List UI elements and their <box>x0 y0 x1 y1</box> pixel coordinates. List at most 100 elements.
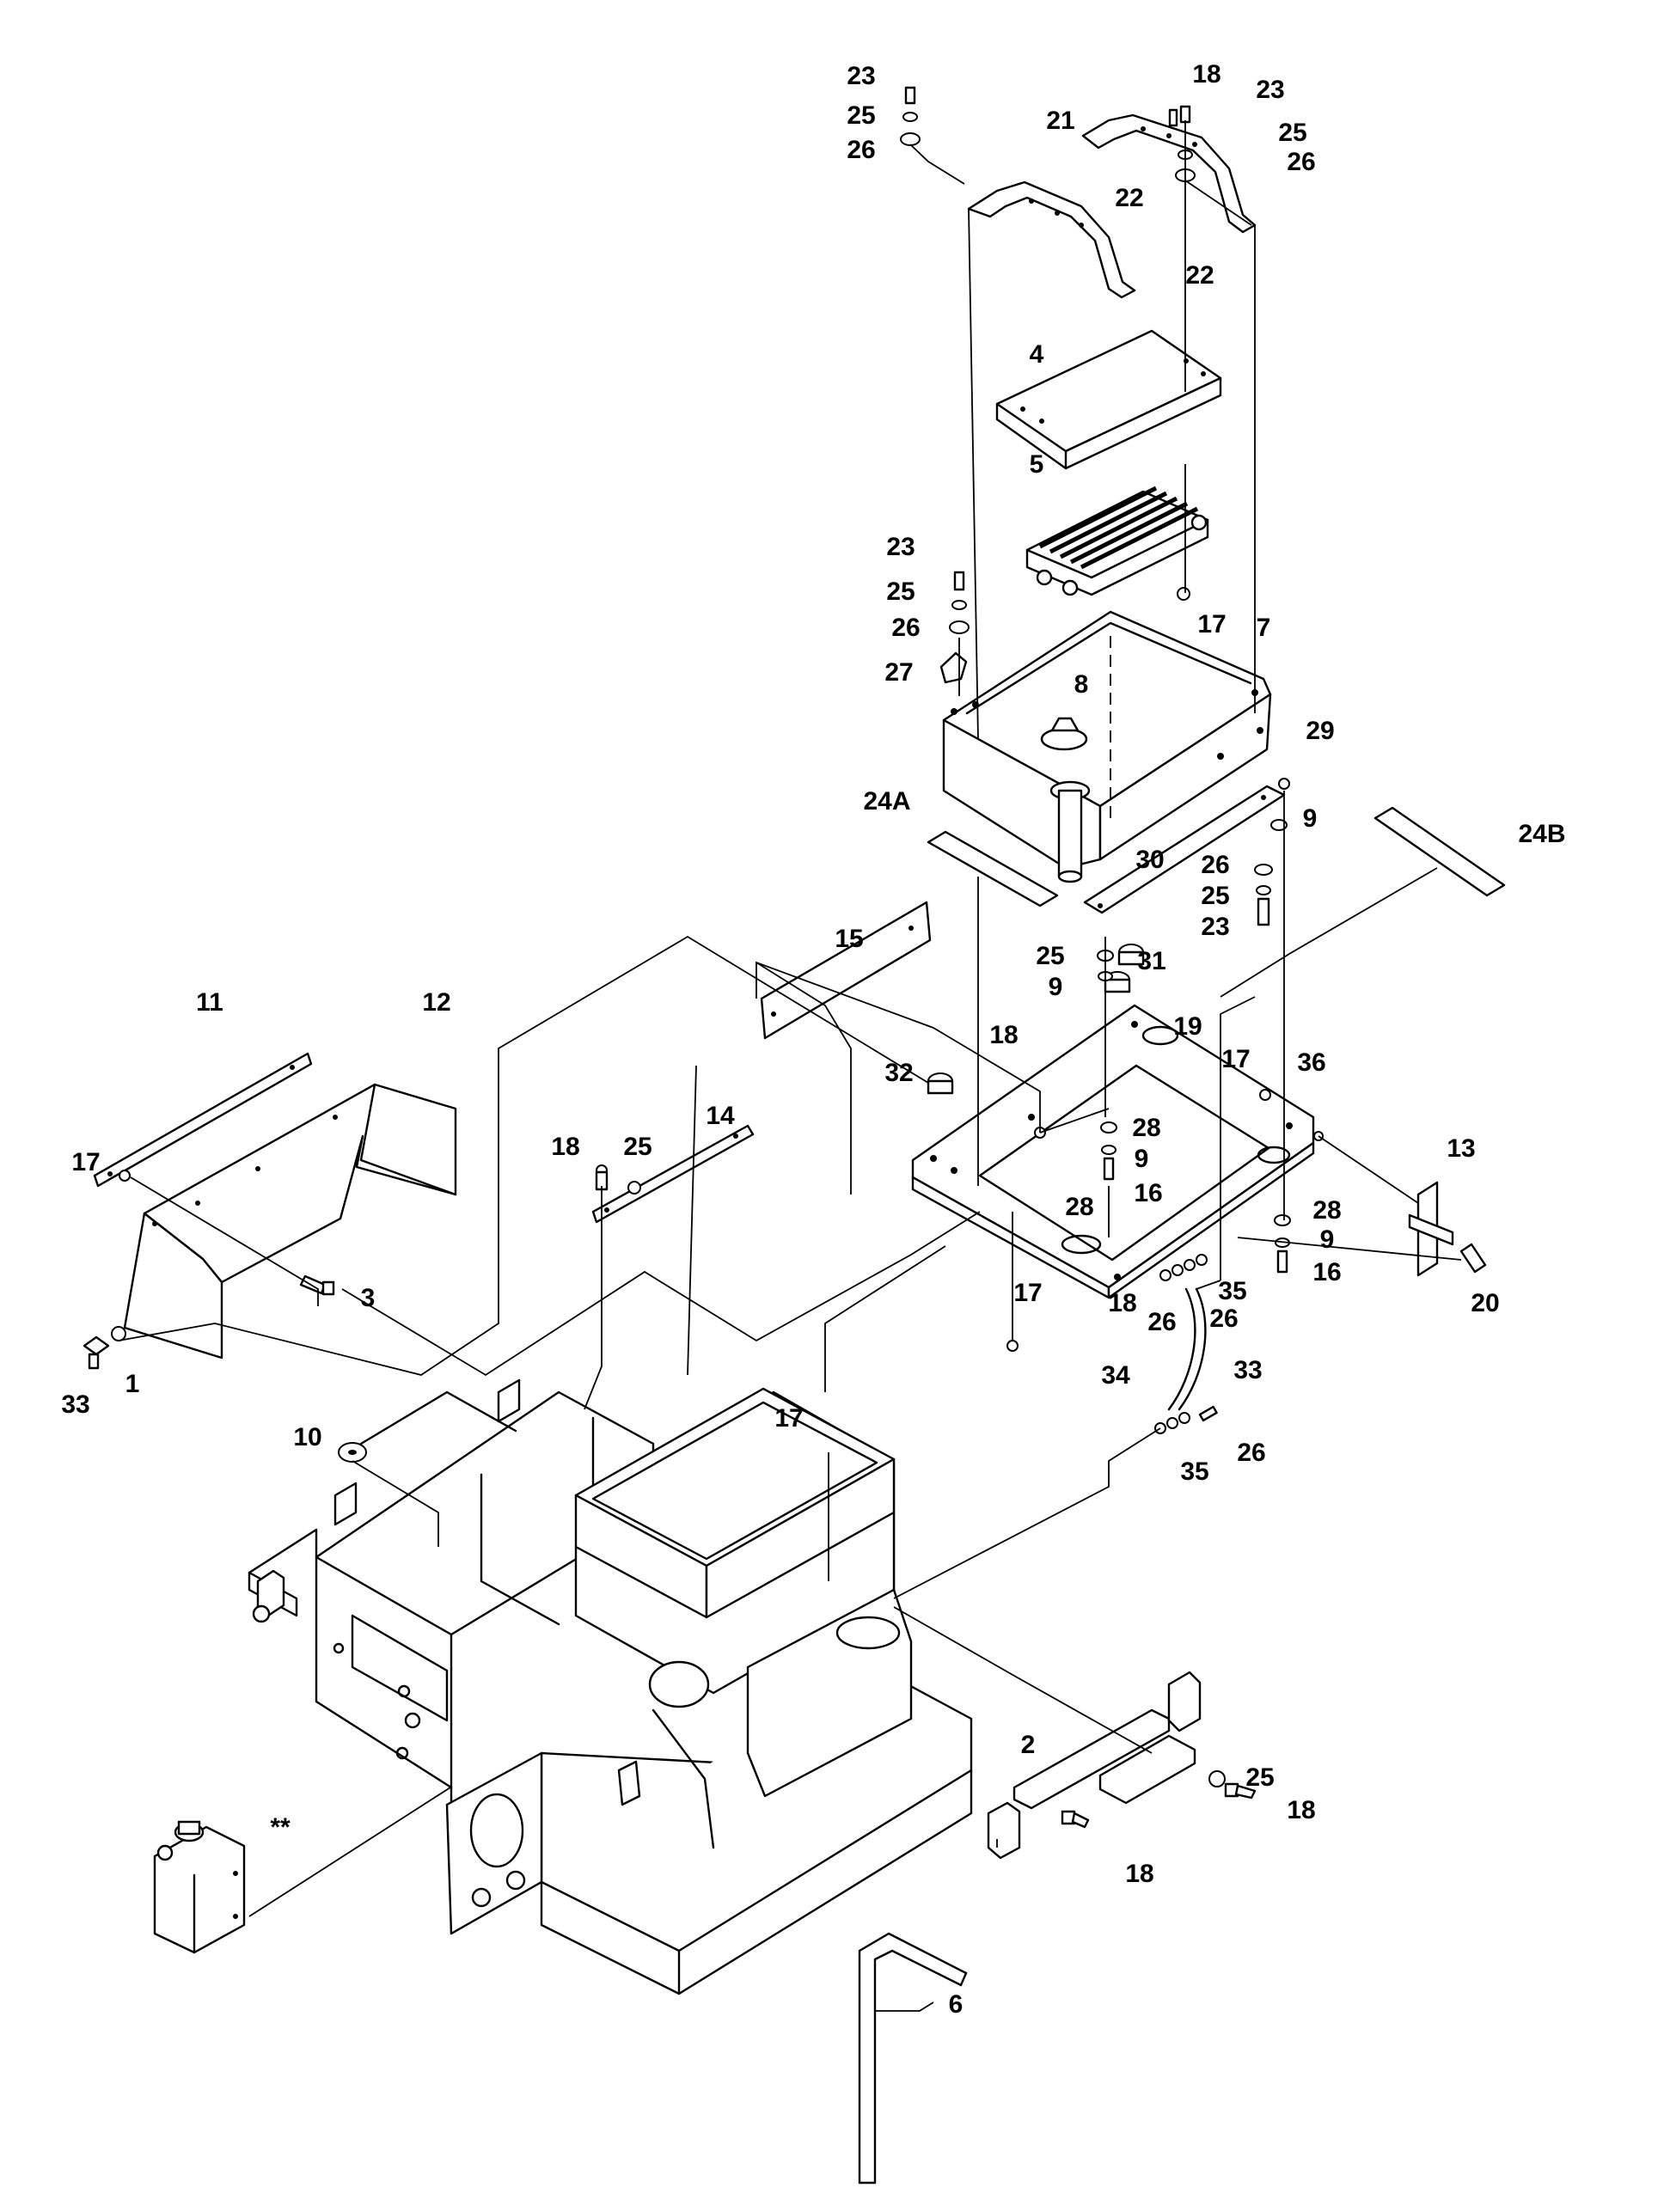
bracket-13 <box>1408 1181 1454 1277</box>
callout-23-top-right: 23 <box>1256 76 1284 104</box>
fastener-stack-right <box>1254 778 1290 926</box>
callout-15: 15 <box>835 925 863 953</box>
leader-lines <box>118 120 1462 2012</box>
fan-shroud <box>574 1387 896 1619</box>
bolt-20 <box>1459 1243 1487 1274</box>
bolt-3 <box>299 1274 335 1296</box>
grommet-32 <box>927 1072 954 1095</box>
callout-25-bracket: 25 <box>1245 1763 1274 1792</box>
filler-neck <box>1049 780 1091 883</box>
callout-16-center: 16 <box>1134 1179 1162 1207</box>
grommet-31 <box>1104 944 1145 993</box>
nut-17-mid <box>1177 587 1190 601</box>
callout-33-left: 33 <box>61 1390 89 1419</box>
callout-25-top-right: 25 <box>1278 119 1306 147</box>
callout-19: 19 <box>1173 1012 1202 1041</box>
fastener-stack-top-left <box>900 86 921 146</box>
callout-20: 20 <box>1471 1289 1499 1317</box>
callout-11: 11 <box>196 988 223 1017</box>
callout-18-hose: 18 <box>1108 1289 1136 1317</box>
callout-25-mid: 25 <box>886 577 915 606</box>
callout-26-hose-b: 26 <box>1209 1305 1238 1333</box>
oil-cooler-core <box>1025 486 1209 596</box>
callout-26-top-right: 26 <box>1287 148 1315 176</box>
callout-16-right: 16 <box>1312 1258 1341 1286</box>
callout-26-lower: 26 <box>1237 1439 1265 1467</box>
callout-9-right-upper: 9 <box>1303 804 1318 833</box>
callout-34: 34 <box>1101 1361 1130 1390</box>
callout-14: 14 <box>706 1102 735 1130</box>
callout-13: 13 <box>1447 1134 1475 1163</box>
callout-23-right: 23 <box>1201 913 1229 941</box>
hose-34 <box>1167 1287 1207 1411</box>
callout-labels: 23 25 26 21 18 23 25 26 22 22 4 5 23 25 … <box>61 60 1565 2019</box>
callout-26-right: 26 <box>1201 851 1229 879</box>
callout-24a: 24A <box>863 787 910 816</box>
callout-4: 4 <box>1030 340 1044 369</box>
callout-25-left: 25 <box>623 1133 652 1161</box>
callout-9-plate: 9 <box>1135 1145 1149 1173</box>
callout-26-top-left: 26 <box>847 136 875 164</box>
callout-36: 36 <box>1297 1048 1325 1077</box>
strip-14 <box>591 1124 755 1224</box>
callout-29: 29 <box>1306 717 1334 745</box>
callout-5: 5 <box>1030 450 1044 479</box>
callout-3: 3 <box>361 1284 376 1312</box>
callout-6: 6 <box>949 1990 964 2019</box>
callout-17-left: 17 <box>71 1148 100 1176</box>
callout-25-top-left: 25 <box>847 101 875 130</box>
callout-21: 21 <box>1046 107 1074 135</box>
bracket-2 <box>987 1671 1202 1860</box>
fastener-stack-mid <box>949 571 970 634</box>
callout-23-mid: 23 <box>886 533 915 561</box>
radiator-cap <box>1040 717 1088 751</box>
callout-8: 8 <box>1074 670 1089 699</box>
callout-18-left: 18 <box>551 1133 579 1161</box>
strip-15 <box>760 901 932 1040</box>
callout-17-plate: 17 <box>1221 1045 1250 1073</box>
callout-12: 12 <box>422 988 450 1017</box>
reservoir-tank <box>153 1820 246 1954</box>
strip-11 <box>93 1052 313 1188</box>
callout-28-right: 28 <box>1312 1196 1341 1225</box>
callout-17-frame: 17 <box>774 1404 803 1433</box>
nut-1 <box>111 1326 126 1341</box>
callout-28-a: 28 <box>1132 1114 1160 1142</box>
nut-10 <box>338 1442 367 1463</box>
callout-35-lower: 35 <box>1180 1457 1208 1486</box>
seal-strip-24a <box>927 830 1059 907</box>
callout-35-upper: 35 <box>1218 1277 1246 1305</box>
bolt-18-lower <box>1061 1770 1257 1829</box>
cover-plate <box>995 329 1222 470</box>
seal-strip-24b <box>1373 806 1506 897</box>
callout-22-a: 22 <box>1115 184 1143 212</box>
callout-9-right-lower: 9 <box>1320 1225 1335 1254</box>
callout-28-b: 28 <box>1065 1193 1093 1221</box>
callout-18-bracket-right: 18 <box>1287 1796 1315 1824</box>
callout-18-center: 18 <box>989 1021 1018 1049</box>
callout-26-hose-a: 26 <box>1147 1308 1176 1336</box>
callout-31: 31 <box>1137 947 1165 975</box>
callout-18-top: 18 <box>1192 60 1220 89</box>
callout-30: 30 <box>1135 846 1164 874</box>
tube-6 <box>858 1932 968 2185</box>
bolt-33-left <box>83 1335 110 1370</box>
callout-24b: 24B <box>1518 820 1565 848</box>
fastener-stack-lower-right <box>1274 1214 1291 1274</box>
callout-1: 1 <box>125 1370 140 1398</box>
callout-7: 7 <box>1257 614 1271 642</box>
callout-17-mid: 17 <box>1197 610 1226 639</box>
callout-25-right: 25 <box>1201 882 1229 910</box>
callout-33-right: 33 <box>1233 1356 1262 1384</box>
top-bracket-right <box>1081 113 1257 234</box>
callout-27: 27 <box>884 658 913 687</box>
callout-17-lower: 17 <box>1013 1279 1042 1307</box>
callout-26-mid: 26 <box>891 614 920 642</box>
callout-9-center: 9 <box>1049 973 1063 1001</box>
callout-double-asterisk: ** <box>270 1813 291 1842</box>
callout-25-center: 25 <box>1036 942 1064 970</box>
callout-2: 2 <box>1021 1731 1036 1759</box>
side-shroud-12 <box>123 1083 457 1360</box>
callout-10: 10 <box>293 1423 321 1451</box>
